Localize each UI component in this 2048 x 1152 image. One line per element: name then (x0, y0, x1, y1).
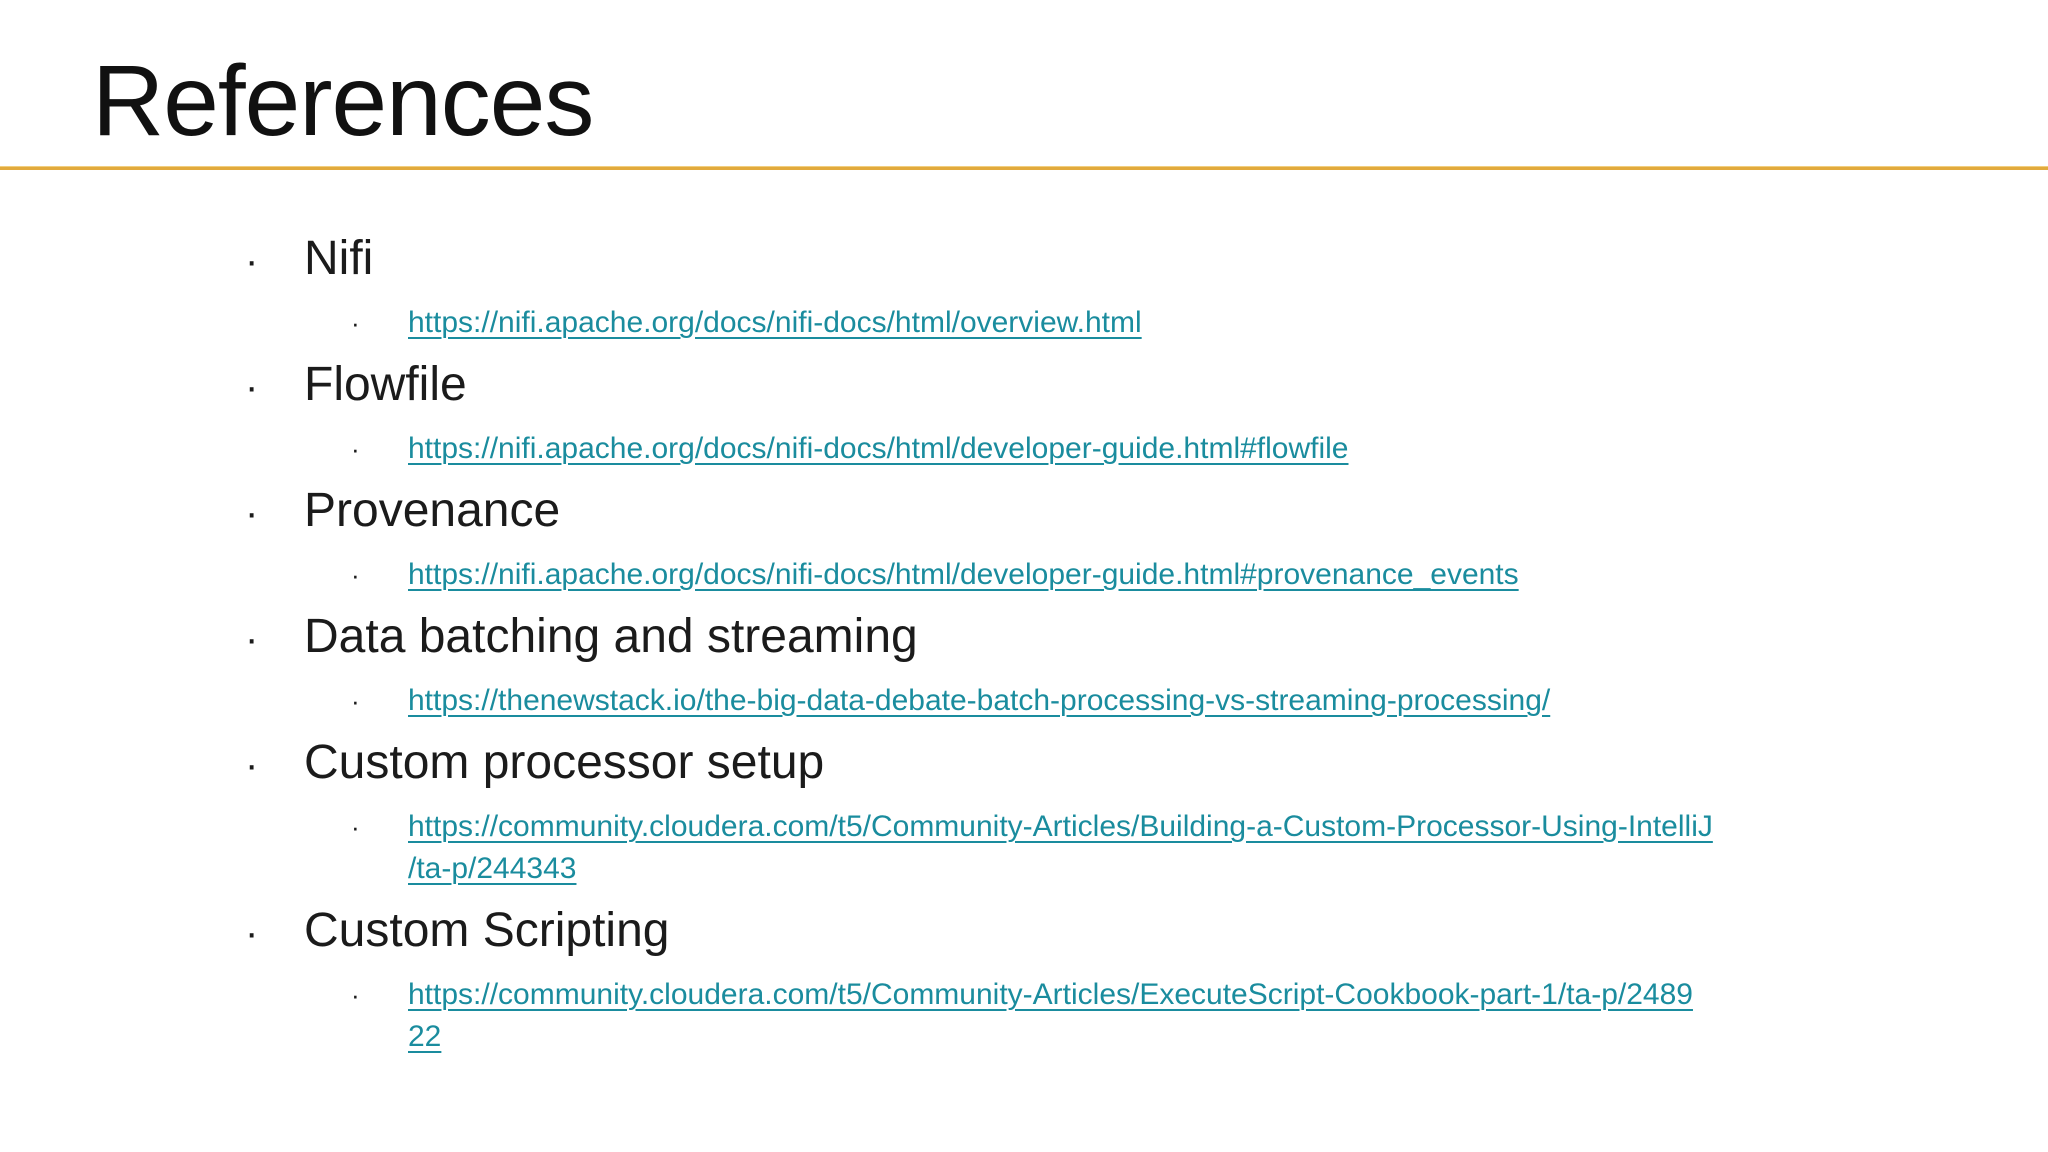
reference-link[interactable]: https://nifi.apache.org/docs/nifi-docs/h… (408, 554, 1519, 596)
reference-entry: · Flowfile · https://nifi.apache.org/doc… (0, 354, 2048, 470)
reference-link-line: https://nifi.apache.org/docs/nifi-docs/h… (408, 432, 1349, 465)
reference-link-row: · https://nifi.apache.org/docs/nifi-docs… (0, 554, 2048, 596)
bullet-icon: · (245, 365, 259, 409)
reference-entry: · Nifi · https://nifi.apache.org/docs/ni… (0, 228, 2048, 344)
reference-entry: · Provenance · https://nifi.apache.org/d… (0, 480, 2048, 596)
reference-link[interactable]: https://thenewstack.io/the-big-data-deba… (408, 680, 1550, 722)
reference-topic-label: Custom Scripting (304, 904, 670, 957)
bullet-icon: · (245, 491, 259, 535)
bullet-icon: · (351, 812, 360, 842)
bullet-icon: · (351, 308, 360, 338)
bullet-icon: · (351, 560, 360, 590)
reference-link[interactable]: https://nifi.apache.org/docs/nifi-docs/h… (408, 302, 1142, 344)
reference-entry: · Custom Scripting · https://community.c… (0, 900, 2048, 1058)
bullet-icon: · (351, 434, 360, 464)
reference-topic-label: Flowfile (304, 358, 467, 411)
bullet-icon: · (245, 239, 259, 283)
reference-topic-label: Nifi (304, 232, 374, 285)
title-divider (0, 166, 2048, 170)
reference-link-row: · https://community.cloudera.com/t5/Comm… (0, 974, 2048, 1058)
reference-link-line: https://nifi.apache.org/docs/nifi-docs/h… (408, 306, 1142, 339)
reference-topic: · Nifi (0, 228, 2048, 292)
reference-link-row: · https://thenewstack.io/the-big-data-de… (0, 680, 2048, 722)
references-list: · Nifi · https://nifi.apache.org/docs/ni… (0, 228, 2048, 1068)
reference-topic-label: Custom processor setup (304, 736, 825, 789)
reference-topic: · Flowfile (0, 354, 2048, 418)
reference-entry: · Custom processor setup · https://commu… (0, 732, 2048, 890)
reference-link-row: · https://nifi.apache.org/docs/nifi-docs… (0, 428, 2048, 470)
bullet-icon: · (245, 743, 259, 787)
reference-link-row: · https://nifi.apache.org/docs/nifi-docs… (0, 302, 2048, 344)
reference-link[interactable]: https://community.cloudera.com/t5/Commun… (408, 806, 1713, 890)
reference-link-line: /ta-p/244343 (408, 852, 577, 885)
reference-topic-label: Provenance (304, 484, 561, 537)
reference-link-row: · https://community.cloudera.com/t5/Comm… (0, 806, 2048, 890)
page-title: References (92, 45, 594, 157)
reference-topic: · Provenance (0, 480, 2048, 544)
reference-topic: · Custom processor setup (0, 732, 2048, 796)
reference-topic: · Custom Scripting (0, 900, 2048, 964)
reference-topic-label: Data batching and streaming (304, 610, 918, 663)
bullet-icon: · (245, 911, 259, 955)
reference-link[interactable]: https://community.cloudera.com/t5/Commun… (408, 974, 1693, 1058)
bullet-icon: · (245, 617, 259, 661)
bullet-icon: · (351, 980, 360, 1010)
reference-link-line: 22 (408, 1020, 442, 1053)
reference-topic: · Data batching and streaming (0, 606, 2048, 670)
bullet-icon: · (351, 686, 360, 716)
reference-entry: · Data batching and streaming · https://… (0, 606, 2048, 722)
reference-link-line: https://community.cloudera.com/t5/Commun… (408, 978, 1693, 1011)
reference-link-line: https://community.cloudera.com/t5/Commun… (408, 810, 1713, 843)
reference-link-line: https://nifi.apache.org/docs/nifi-docs/h… (408, 558, 1519, 591)
reference-link-line: https://thenewstack.io/the-big-data-deba… (408, 684, 1551, 717)
reference-link[interactable]: https://nifi.apache.org/docs/nifi-docs/h… (408, 428, 1349, 470)
